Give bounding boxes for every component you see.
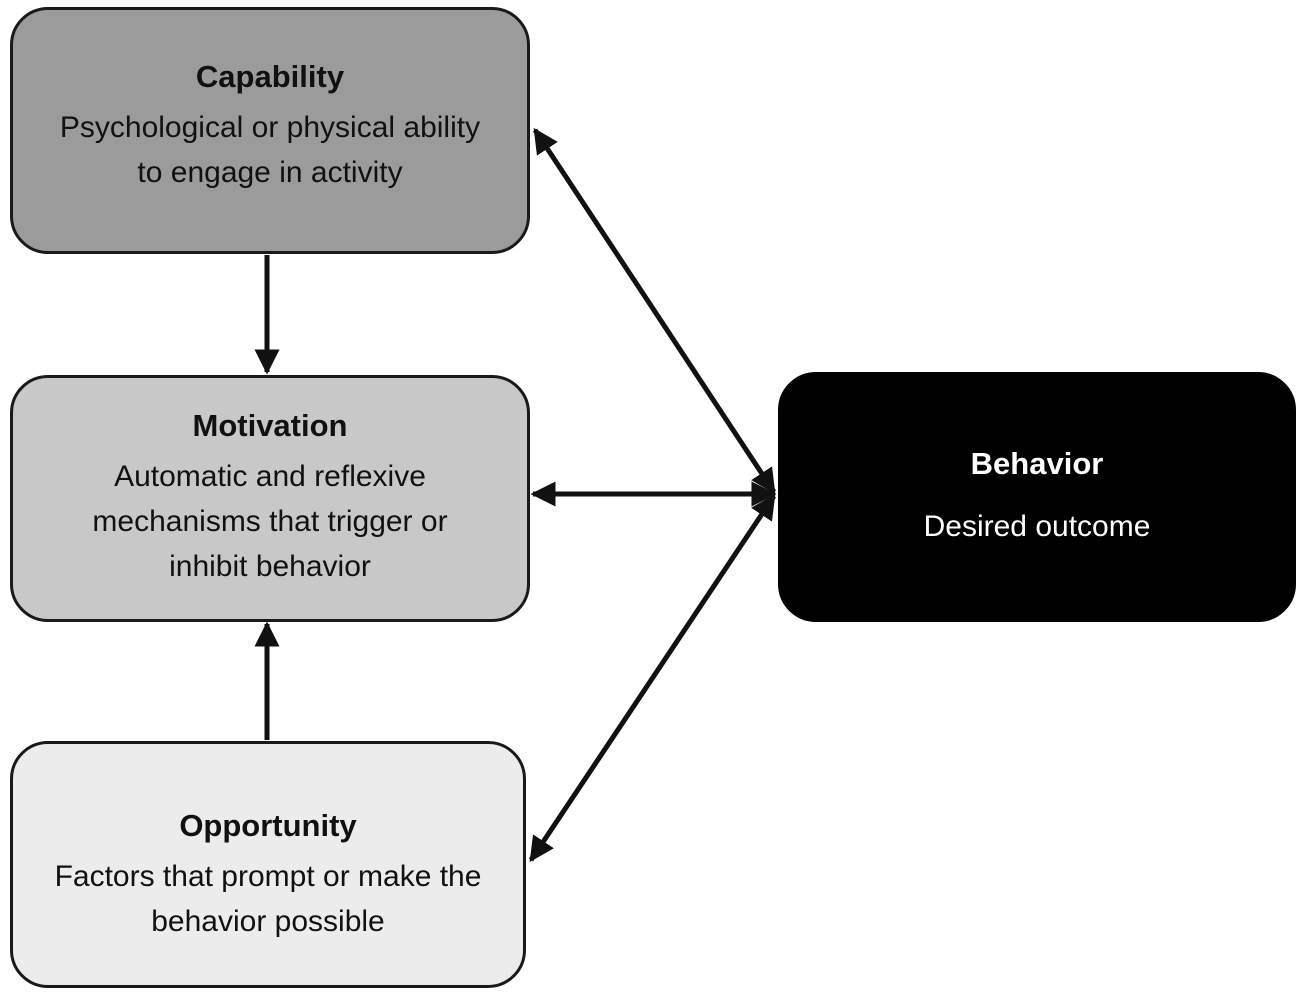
behavior-desc-line: Desired outcome — [923, 509, 1151, 543]
motivation-title: Motivation — [192, 408, 348, 443]
behavior-title: Behavior — [970, 445, 1104, 481]
motivation-desc-line: inhibit behavior — [169, 550, 371, 583]
capability-description: Psychological or physical ability to eng… — [46, 105, 494, 195]
capability-box: Capability Psychological or physical abi… — [10, 7, 530, 254]
behavior-box: Behavior Desired outcome — [778, 372, 1296, 622]
arrow-capability-behavior — [532, 127, 777, 495]
capability-desc-line: to engage in activity — [137, 155, 403, 189]
opportunity-desc-line: behavior possible — [151, 904, 385, 938]
opportunity-description: Factors that prompt or make the behavior… — [41, 854, 496, 944]
motivation-description: Automatic and reflexive mechanisms that … — [78, 454, 461, 589]
arrow-opportunity-behavior — [528, 493, 777, 863]
motivation-desc-line: Automatic and reflexive — [114, 460, 426, 493]
opportunity-box: Opportunity Factors that prompt or make … — [10, 741, 526, 988]
opportunity-desc-line: Factors that prompt or make the — [54, 859, 482, 893]
motivation-box: Motivation Automatic and reflexive mecha… — [10, 375, 530, 622]
capability-title: Capability — [195, 58, 345, 94]
capability-desc-line: Psychological or physical ability — [59, 110, 481, 144]
opportunity-title: Opportunity — [179, 807, 357, 843]
behavior-description: Desired outcome — [910, 504, 1165, 549]
motivation-desc-line: mechanisms that trigger or — [92, 505, 448, 538]
